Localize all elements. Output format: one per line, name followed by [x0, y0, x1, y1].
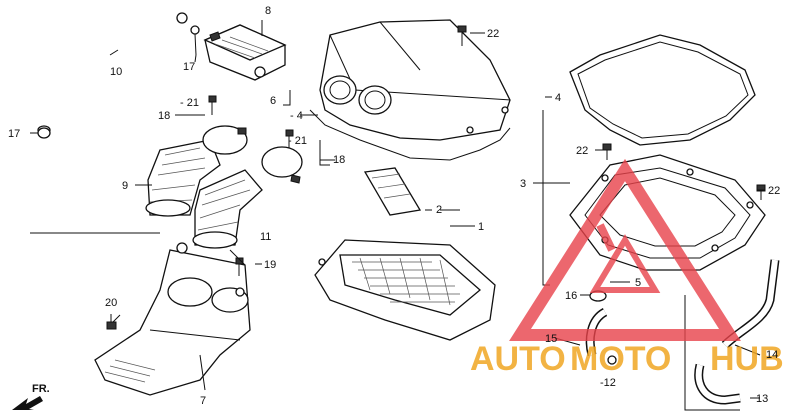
label-4: 4 [555, 92, 561, 104]
element-pad [363, 167, 422, 216]
watermark-hub: HUB [710, 340, 784, 378]
label-12: -12 [600, 377, 616, 389]
drain-tube-13 [694, 363, 741, 405]
watermark-logo [509, 158, 741, 341]
label-17: 17 [183, 61, 195, 73]
label-1: 1 [478, 221, 484, 233]
clip-17-top [190, 25, 200, 56]
front-marker: FR. [32, 383, 50, 395]
breather-chamber [203, 20, 287, 81]
breather-hose [37, 11, 188, 135]
label-13: 13 [756, 393, 768, 405]
clip-17-left [30, 127, 51, 139]
clip-12 [607, 355, 617, 365]
label-4: - 4 [290, 110, 303, 122]
label-2: 2 [436, 204, 442, 216]
label-6: 6 [270, 95, 276, 107]
label-18: 18 [333, 154, 345, 166]
label-19: 19 [264, 259, 276, 271]
label-11: 11 [260, 231, 271, 243]
bolt-22-right [756, 184, 766, 200]
label-7: 7 [200, 395, 206, 407]
bolt-21-upper [208, 95, 217, 115]
watermark-moto: MOTO [570, 340, 671, 378]
front-arrow-icon [12, 396, 43, 410]
label-21: - 21 [288, 135, 307, 147]
label-10: 10 [110, 66, 122, 78]
label-15: 15 [545, 333, 557, 345]
label-22: 22 [487, 28, 499, 40]
label-22: 22 [576, 145, 588, 157]
bolt-22-top [457, 25, 467, 46]
label-20: 20 [105, 297, 117, 309]
label-21: - 21 [180, 97, 199, 109]
intake-duct-11 [192, 169, 263, 249]
bolt-21-right [285, 129, 294, 148]
label-22: 22 [768, 185, 780, 197]
label-16: 16 [565, 290, 577, 302]
bolt-19 [235, 257, 244, 276]
label-9: 9 [122, 180, 128, 192]
air-filter-element [314, 239, 496, 341]
housing-cover [309, 19, 511, 161]
label-17: 17 [8, 128, 20, 140]
watermark-auto: AUTO [470, 340, 566, 378]
bolt-22-mid [602, 143, 612, 160]
gasket [569, 34, 756, 146]
label-8: 8 [265, 5, 271, 17]
label-18: 18 [158, 110, 170, 122]
band-18-right [261, 146, 303, 184]
intake-box [94, 242, 251, 396]
label-14: 14 [766, 349, 778, 361]
label-3: 3 [520, 178, 526, 190]
band-18-upper [202, 125, 248, 155]
label-5: 5 [635, 277, 641, 289]
bolt-20 [106, 314, 117, 330]
